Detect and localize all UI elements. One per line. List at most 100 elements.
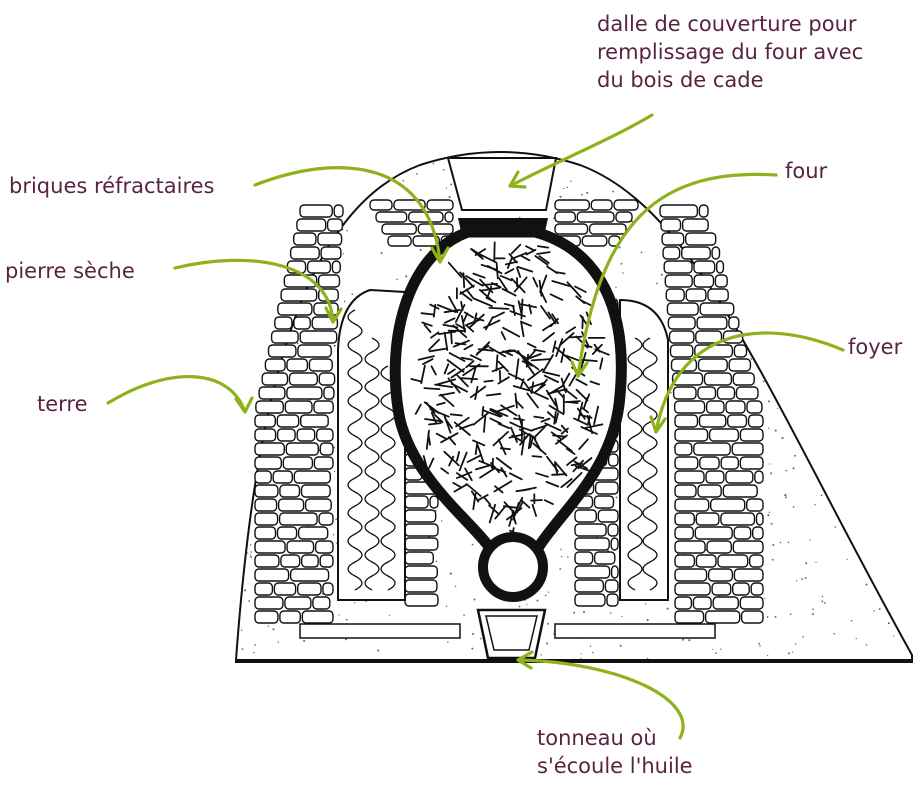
stone [290,373,318,385]
stone [737,387,759,399]
stone [595,496,614,508]
stone [612,566,618,578]
stone [285,597,311,609]
label-tonneau-line1: tonneau où [537,724,693,752]
stone [294,471,330,483]
stone [693,597,711,609]
stone [280,485,300,497]
stone [686,289,706,301]
stone [665,275,692,287]
stone [255,429,276,441]
stone [280,611,300,623]
stone [733,373,754,385]
stone [609,454,618,466]
stone [255,443,284,455]
stone [728,415,747,427]
stone [591,200,612,210]
stone [755,471,763,483]
stone [334,205,343,217]
stone [660,205,697,217]
stone [314,401,333,413]
wood-stick [489,308,508,309]
stone [675,443,692,455]
stone [262,373,287,385]
stone [675,555,694,567]
stone [287,541,314,553]
stone [733,541,763,553]
stone [575,566,610,578]
stone [698,387,716,399]
stone [382,224,416,234]
stone [287,359,307,371]
stone [306,499,332,511]
wood-stick [493,459,494,470]
ground-slab-left [300,624,460,638]
wood-stick [451,414,462,415]
stone [707,401,724,413]
stone [740,429,763,441]
stone [718,387,735,399]
label-foyer: foyer [848,333,902,361]
stone [255,597,283,609]
stone [667,303,698,315]
stone [255,583,272,595]
stone [297,219,326,231]
stone [388,236,411,246]
stone [319,275,340,287]
stone [734,527,751,539]
stone [696,555,716,567]
stone [700,415,726,427]
label-terre: terre [37,390,88,418]
ground-slab-right [555,624,715,638]
stone [605,580,618,592]
stone [675,415,698,427]
stone [298,583,321,595]
wood-stick [424,388,439,389]
stone [259,387,285,399]
stone [675,513,694,525]
wood-stick [500,371,501,382]
stone [713,597,738,609]
stone [661,219,681,231]
stone [575,580,603,592]
stone [255,611,278,623]
stone [675,527,693,539]
wood-stick [481,284,497,285]
stone [675,583,710,595]
stone [694,443,730,455]
stone [700,457,719,469]
stone [427,200,453,210]
label-dalle-line3: du bois de cade [597,66,863,94]
stone [302,555,319,567]
stone [747,401,762,413]
stone [286,443,318,455]
stone [445,212,453,222]
stone [662,233,684,245]
stone [370,200,392,210]
stone [675,541,705,553]
stone [285,401,312,413]
stone [323,583,333,595]
stone [273,471,292,483]
stone [666,289,684,301]
stone [675,457,698,469]
stone [255,499,277,511]
stone [278,303,312,315]
stone [726,471,753,483]
stone [734,569,763,581]
stone [740,457,763,469]
stone [670,331,694,343]
stone [287,387,322,399]
stone [726,401,745,413]
stone [297,429,315,441]
stone [699,205,708,217]
stone [255,541,285,553]
stone [291,247,320,259]
stone [405,538,438,550]
stone [590,224,626,234]
label-pierre: pierre sèche [5,257,135,285]
stone [747,499,763,511]
stone [607,594,618,606]
stone [316,541,333,553]
